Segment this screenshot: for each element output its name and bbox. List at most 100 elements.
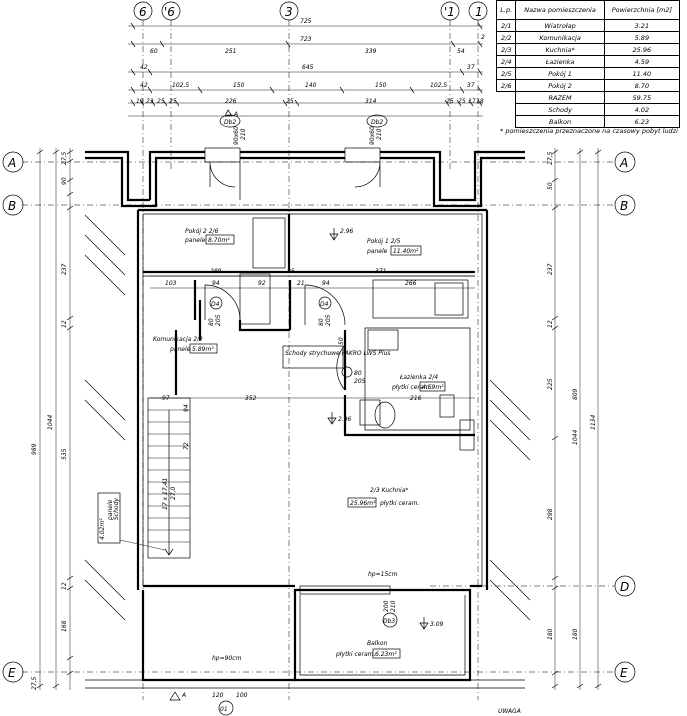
dim-21: 21 [297, 280, 305, 287]
dim-103: 103 [165, 280, 177, 287]
dim-72: 72 [183, 442, 190, 450]
dim-50: 50 [338, 337, 345, 345]
cell-name: Kuchnia* [515, 43, 605, 56]
axis-label-6: 6 [139, 5, 147, 19]
door-d4-left: D4 80 205 [204, 284, 241, 326]
misc-labels: hp=15cm hp=90cm 120 100 A A 01 UWAGA [169, 109, 521, 716]
sum-label-stairs: Schody [515, 103, 605, 116]
dim-25b: 25 [169, 98, 177, 105]
table-footnote: * pomieszczenia przeznaczone na czasowy … [500, 127, 678, 135]
room-lazienka-finish: płytki ceram. [391, 384, 431, 391]
cell-area: 25.96 [603, 43, 681, 56]
dim-54: 54 [457, 48, 465, 55]
db3-label: Db3 [383, 618, 395, 625]
db2-left-label: Db2 [224, 119, 236, 126]
dim-97: 97 [162, 395, 170, 402]
window-db2-right: Db2 90x60 210 [344, 114, 388, 188]
dim-100: 100 [236, 692, 248, 699]
cell-area: 11.40 [603, 67, 681, 80]
furniture [239, 217, 475, 451]
room-balkon: Balkon płytki ceram. 6.23m² [335, 640, 401, 659]
cell-area: 8.70 [603, 79, 681, 92]
dim-339: 339 [365, 48, 377, 55]
room-balkon-name: Balkon [367, 640, 388, 647]
stairs-spec: 17 x 17,41 [162, 478, 169, 510]
attic-ladder-label: Schody strychowe FAKRO LWS Plus [285, 350, 391, 357]
dim-12b-left: 12 [61, 582, 68, 590]
dim-266: 266 [405, 280, 417, 287]
sum-label-balcony: Balkon [515, 115, 605, 128]
db2-right-label: Db2 [371, 119, 383, 126]
dim-37b: 37 [467, 82, 475, 89]
dim-37: 37 [467, 64, 475, 71]
side-axis-markers: A B E A B D E [2, 151, 636, 683]
level-2: 2.96 [338, 416, 352, 423]
dim-25c: 25 [286, 98, 294, 105]
table-header-row: L.p. Nazwa pomieszczenia Powierzchnia [m… [495, 0, 681, 20]
room-kuchnia: 2/3 Kuchnia* 25.96m² płytki ceram. [347, 487, 419, 508]
room-komunikacja-area: 5.89m² [192, 346, 214, 353]
sum-label-total: RAZEM [515, 91, 605, 104]
level-markers: 2.96 2.96 3.09 [327, 228, 444, 630]
dim-60: 60 [150, 48, 158, 55]
dim-25a: 25 [157, 98, 165, 105]
axis-label-B-right: B [620, 199, 628, 213]
level-1: 2.96 [340, 228, 354, 235]
dim-27-5-left-b: 27,5 [31, 676, 38, 690]
dim-216: 216 [410, 395, 422, 402]
dim-18: 18 [476, 98, 484, 105]
dim-535: 535 [61, 448, 68, 460]
cell-lp: 2/2 [495, 31, 517, 44]
dim-725: 725 [300, 18, 312, 25]
staircase: 17 x 17,41 27,0 4.02m² panele Schody [97, 397, 191, 559]
dim-19: 19 [136, 98, 144, 105]
dim-27-5-left: 27,5 [61, 151, 68, 165]
d4-left-h: 205 [215, 314, 222, 326]
db2-right-height: 210 [376, 128, 383, 140]
room-kuchnia-finish: płytki ceram. [379, 500, 419, 507]
cell-area: 5.89 [603, 31, 681, 44]
window-db2-left: Db2 90x60 210 [204, 114, 247, 200]
dim-298: 298 [547, 508, 554, 520]
cell-lp: 2/5 [495, 67, 517, 80]
db2-left-size: 90x60 [233, 126, 240, 145]
dim-180: 180 [547, 628, 554, 640]
dim-140: 140 [305, 82, 317, 89]
axis-label-E-right: E [620, 666, 628, 680]
room-pokoj-2-finish: panele [184, 237, 206, 244]
cell-lp: 2/6 [495, 79, 517, 92]
dim-94b: 94 [322, 280, 330, 287]
dim-2: 2 [481, 34, 485, 41]
cell-lp: 2/4 [495, 55, 517, 68]
dim-237-left: 237 [61, 263, 68, 275]
sum-area-balcony: 6.23 [603, 115, 681, 128]
room-area-table: L.p. Nazwa pomieszczenia Powierzchnia [m… [495, 0, 681, 128]
room-pokoj-1: Pokój 1 2/5 panele 11.40m² [366, 238, 422, 256]
dim-237-right: 237 [547, 263, 554, 275]
sum-area-total: 59.75 [603, 91, 681, 104]
door-db3-balcony: Db3 200 210 [299, 585, 398, 628]
room-lazienka-name: Łazienka 2/4 [399, 374, 438, 381]
dim-17: 17 [468, 98, 476, 105]
room-komunikacja-finish: panele [169, 346, 191, 353]
dim-90-left: 90 [61, 177, 68, 185]
cell-name: Łazienka [515, 55, 605, 68]
right-dimension-chains: 27,5 50 237 12 225 298 180 809 1044 1134… [547, 148, 602, 690]
header-area: Powierzchnia [m2] [603, 0, 681, 20]
room-pokoj-1-area: 11.40m² [393, 248, 419, 255]
dim-1044-left: 1044 [47, 415, 54, 430]
cell-name: Komunikacja [515, 31, 605, 44]
dim-809: 809 [572, 388, 579, 400]
dim-94: 94 [212, 280, 220, 287]
left-dimension-chains: 989 1044 27,5 90 237 12 535 168 12 27,5 [31, 148, 74, 690]
axis-label-3: 3 [285, 5, 293, 19]
axis-label-1p: '1 [444, 5, 455, 19]
dim-25e: 25 [458, 98, 466, 105]
